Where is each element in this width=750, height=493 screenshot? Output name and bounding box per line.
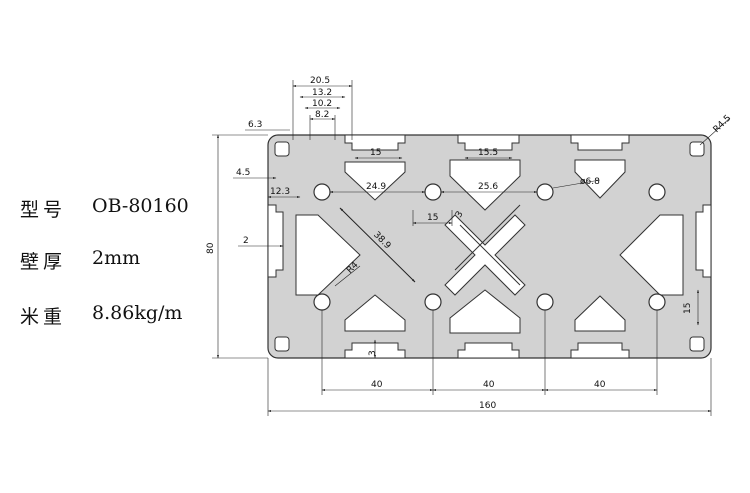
boss-hole-t3 — [536, 183, 554, 201]
cavity-center — [444, 214, 526, 296]
cavity-bottom-3 — [574, 295, 626, 332]
dim-80: 80 — [206, 242, 216, 254]
top-slot-3 — [570, 134, 630, 151]
spec-model-label: 型号 — [20, 199, 67, 221]
corner-pocket-bl — [274, 336, 290, 352]
boss-hole-b2 — [424, 293, 442, 311]
boss-hole-t1 — [313, 183, 331, 201]
dim-13-2: 13.2 — [312, 88, 332, 98]
cavity-left — [295, 214, 361, 296]
corner-pocket-br — [689, 336, 705, 352]
spec-model-value: OB-80160 — [92, 195, 189, 217]
dim-40-a: 40 — [371, 380, 383, 390]
dim-3-mid: 3 — [454, 210, 466, 220]
dim-10-2: 10.2 — [312, 99, 332, 109]
dim-12-3: 12.3 — [270, 187, 290, 197]
dim-15-5: 15.5 — [478, 148, 498, 158]
dim-40-c: 40 — [594, 380, 606, 390]
corner-pocket-tr — [689, 141, 705, 157]
dim-2: 2 — [243, 236, 249, 246]
dim-25-6: 25.6 — [478, 182, 498, 192]
top-slot-2 — [457, 134, 520, 151]
boss-hole-t2 — [424, 183, 442, 201]
boss-hole-b3 — [536, 293, 554, 311]
left-slot-1 — [267, 204, 284, 278]
boss-hole-b4 — [648, 293, 666, 311]
dim-r4-5: R4.5 — [712, 113, 734, 135]
dim-8-2: 8.2 — [315, 110, 329, 120]
spec-model: 型号 OB-80160 — [20, 195, 189, 222]
cavity-bottom-2 — [449, 289, 521, 334]
bottom-slot-2 — [457, 342, 520, 359]
spec-weight-label: 米重 — [20, 306, 67, 328]
dim-15-top: 15 — [370, 148, 381, 158]
spec-wall-label: 壁厚 — [20, 251, 67, 273]
bottom-slot-3 — [570, 342, 630, 359]
spec-weight-per-meter: 米重 8.86kg/m — [20, 302, 182, 329]
dim-40-b: 40 — [483, 380, 495, 390]
boss-hole-b1 — [313, 293, 331, 311]
cavity-bottom-1 — [344, 294, 406, 332]
dim-4-5: 4.5 — [236, 168, 250, 178]
spec-wall-thickness: 壁厚 2mm — [20, 247, 140, 274]
spec-wall-value: 2mm — [92, 247, 141, 269]
web-diagonal-3 — [454, 204, 521, 271]
dim-3-bottom: 3 — [368, 350, 378, 356]
dim-24-9: 24.9 — [366, 182, 386, 192]
cavity-top-1 — [344, 161, 406, 201]
corner-pocket-tl — [274, 141, 290, 157]
spec-weight-value: 8.86kg/m — [92, 302, 183, 324]
dim-diameter-6-8: ø6.8 — [580, 177, 600, 187]
cavity-right — [619, 214, 684, 296]
dim-6-3: 6.3 — [248, 120, 262, 130]
right-slot-1 — [695, 204, 712, 278]
dim-160: 160 — [479, 401, 496, 411]
web-diagonal-2 — [459, 224, 521, 286]
boss-hole-t4 — [648, 183, 666, 201]
dim-20-5: 20.5 — [310, 76, 330, 86]
cavity-top-3 — [574, 159, 626, 199]
dim-15-mid: 15 — [427, 213, 438, 223]
top-slot-1 — [344, 134, 406, 151]
dim-15-right: 15 — [683, 303, 693, 314]
profile-section — [267, 134, 712, 359]
